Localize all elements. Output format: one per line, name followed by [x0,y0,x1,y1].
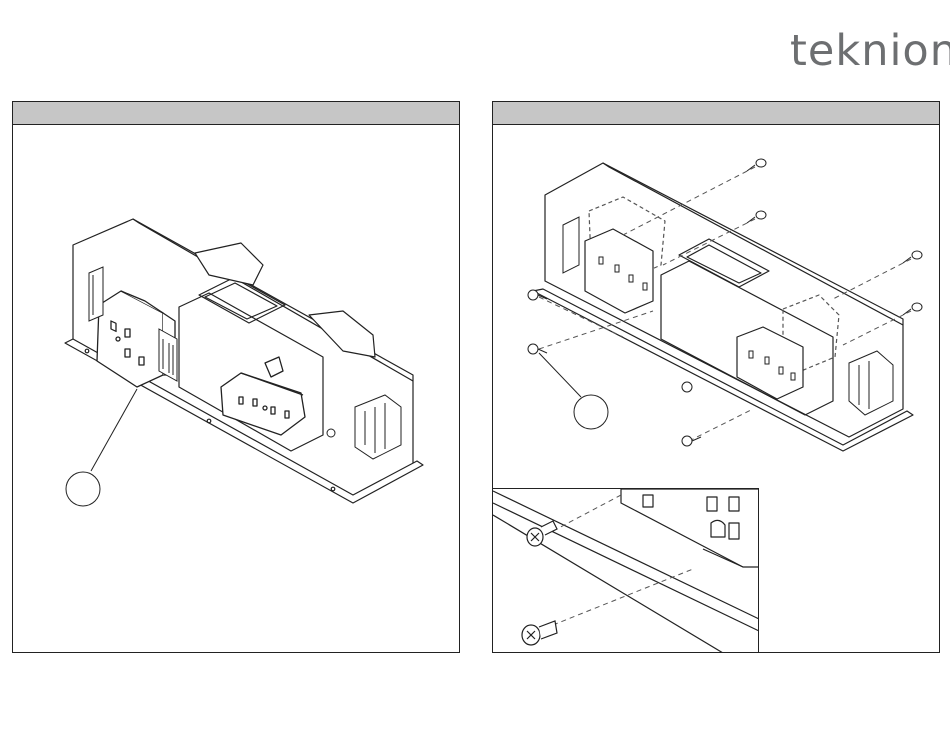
callout-bubble-icon [574,395,608,429]
teknion-logo: teknion [790,26,942,76]
panel-header [13,102,459,125]
panel-header [493,102,939,125]
callout-bubble-icon [66,472,100,506]
instruction-panel-step-1 [12,101,460,653]
screw-icon [522,521,557,645]
panel-illustration-area [493,125,939,652]
instruction-panel-step-2 [492,101,940,653]
screw-detail-illustration [493,489,759,652]
detail-inset [493,488,759,652]
panel-illustration-area [13,125,459,652]
bracket-assembly-illustration [13,125,459,652]
